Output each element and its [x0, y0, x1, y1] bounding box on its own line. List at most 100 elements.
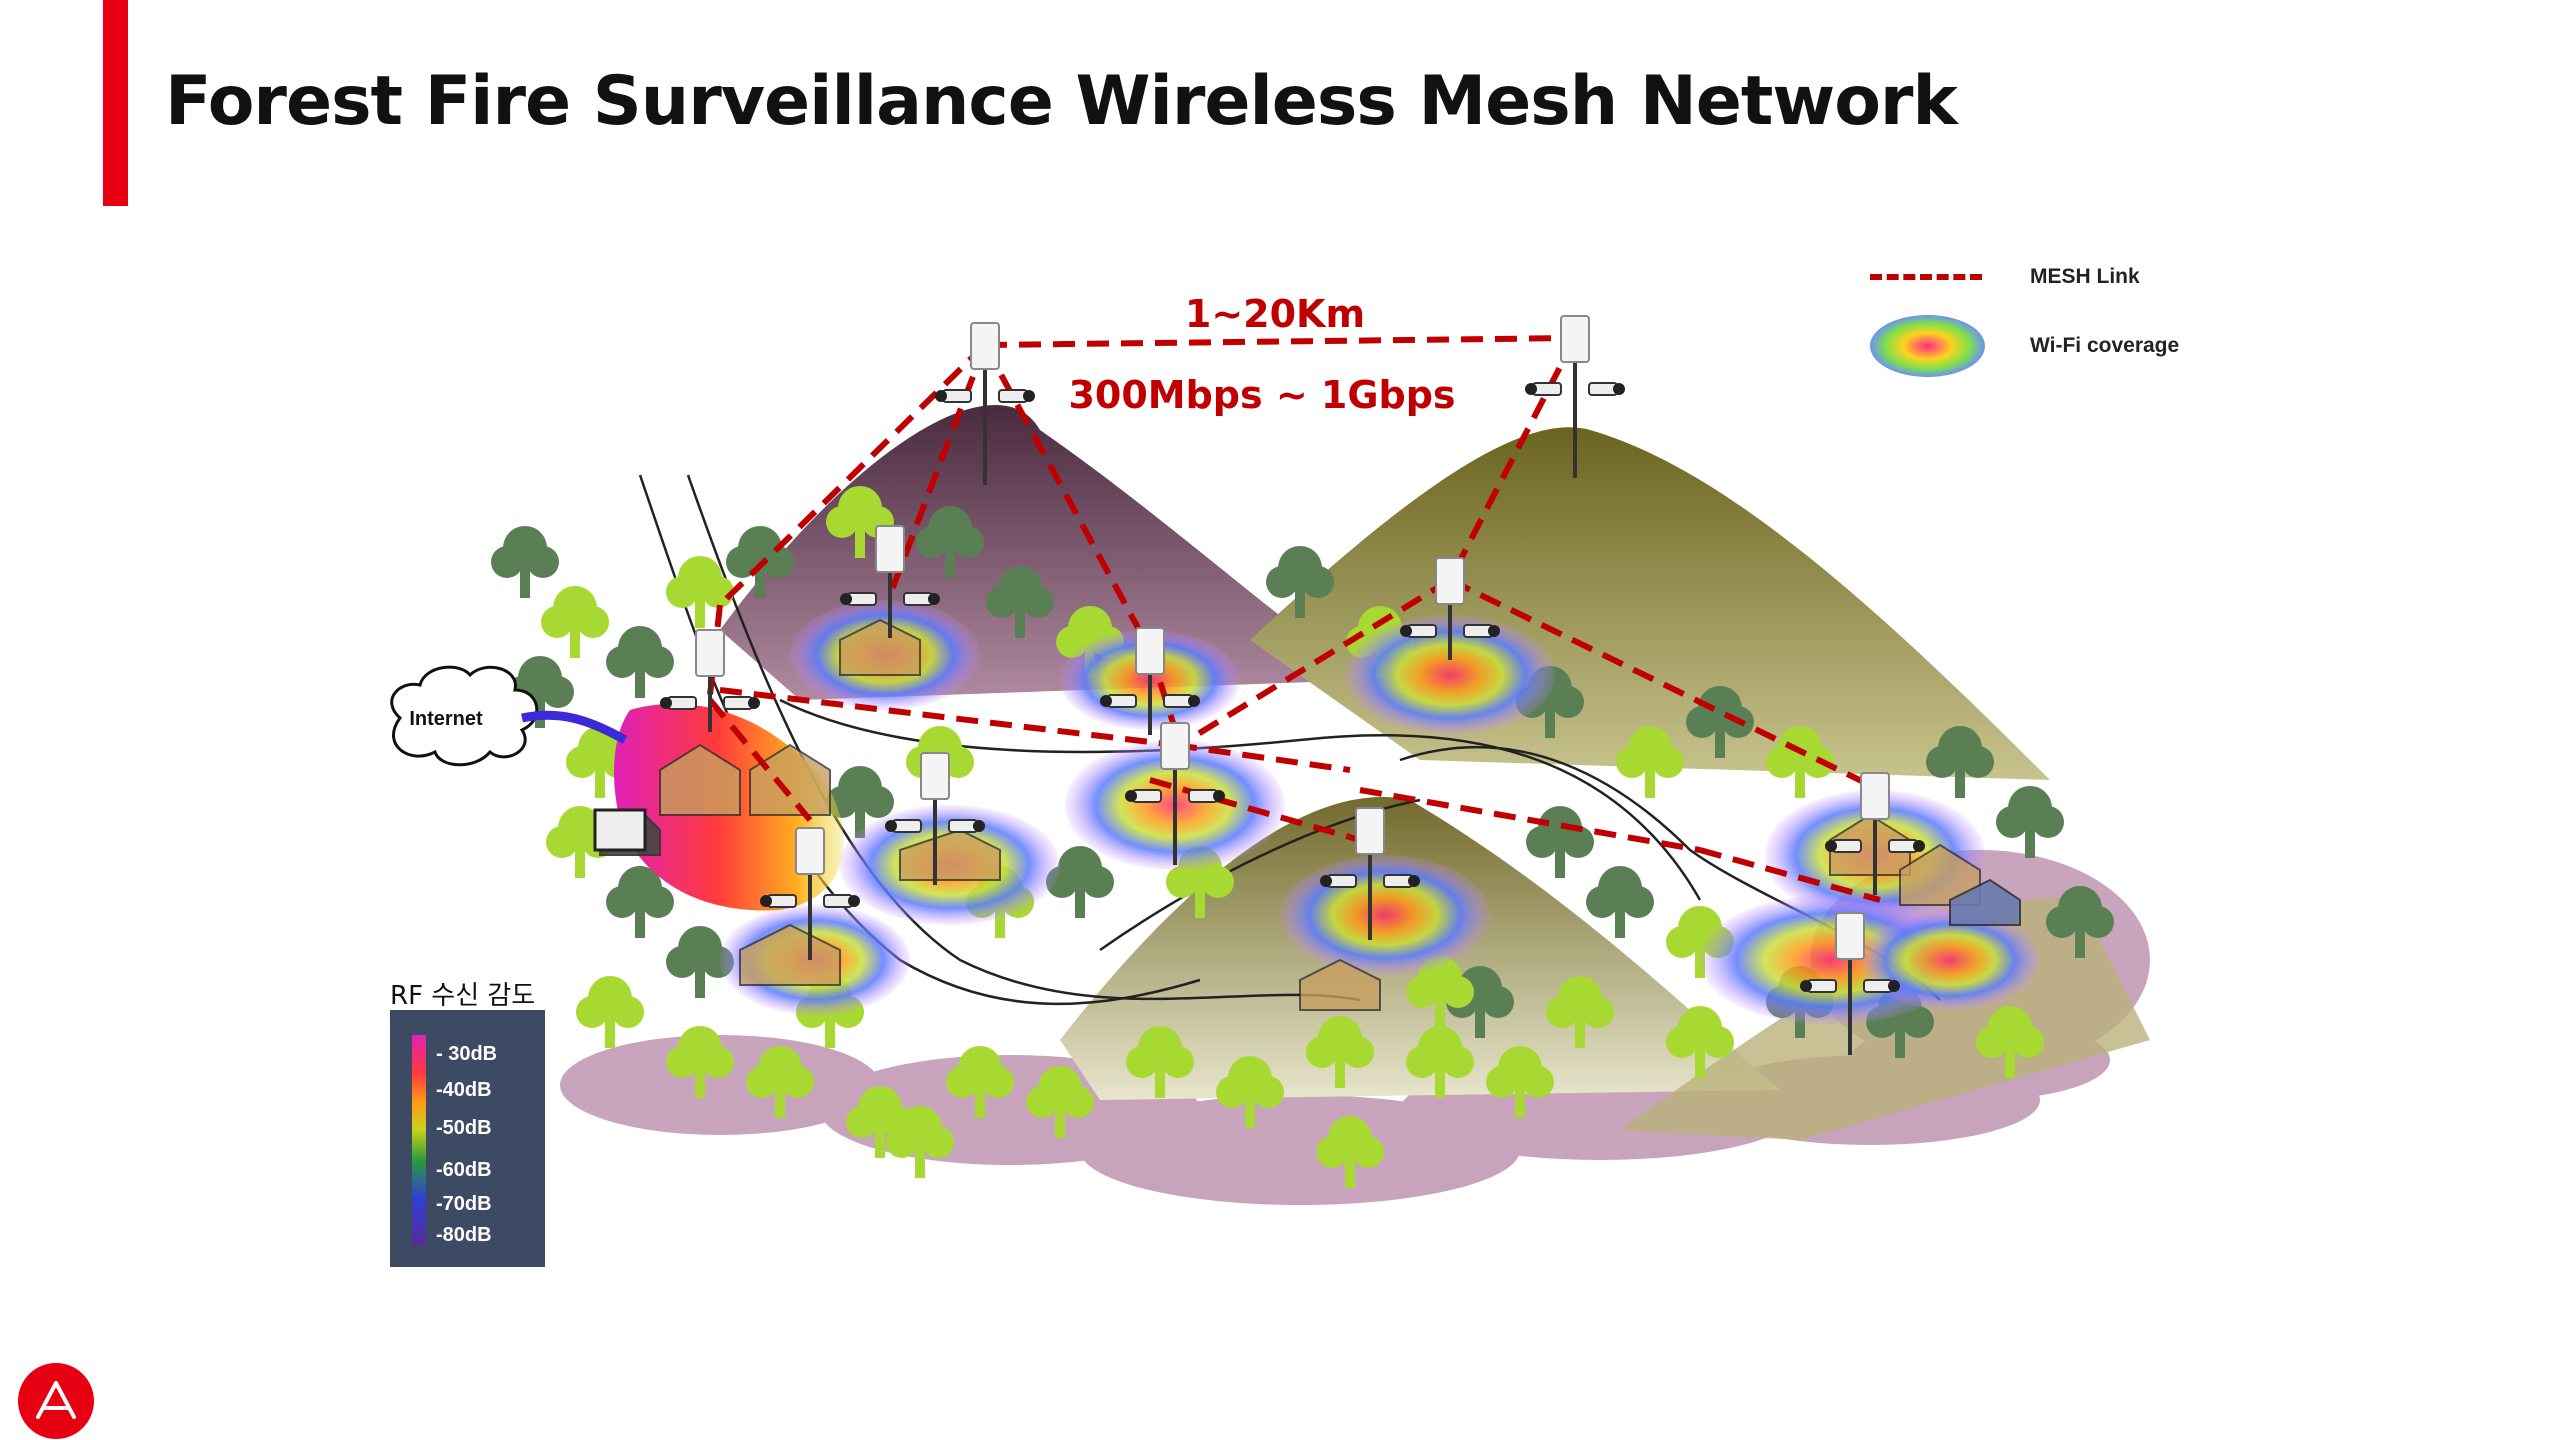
rf-level-label: -80dB — [436, 1224, 492, 1246]
tree — [666, 556, 734, 628]
rf-level-label: -50dB — [436, 1117, 492, 1139]
access-point-icon — [1825, 772, 1925, 895]
tree — [576, 976, 644, 1048]
access-point-icon — [935, 322, 1035, 485]
cctv-camera-icon — [723, 696, 760, 710]
tree — [1216, 1056, 1284, 1128]
access-point-icon — [660, 629, 760, 732]
cctv-camera-icon — [1800, 979, 1837, 993]
access-point-icon — [760, 827, 860, 960]
cctv-camera-icon — [1400, 624, 1437, 638]
tree — [1666, 1006, 1734, 1078]
legend-wifi-coverage-label: Wi-Fi coverage — [2030, 334, 2180, 357]
access-point-icon — [1125, 722, 1225, 865]
cctv-camera-icon — [1588, 382, 1625, 396]
tree-cluster — [491, 486, 2114, 1188]
wifi-coverage-zones — [720, 600, 2040, 1025]
tree — [1306, 1016, 1374, 1088]
cctv-camera-icon — [1863, 979, 1900, 993]
rf-scale-gradient — [412, 1035, 426, 1245]
wifi-coverage-zone — [1280, 855, 1490, 975]
rf-level-label: -40dB — [436, 1079, 492, 1101]
cctv-camera-icon — [1125, 789, 1162, 803]
tree — [666, 1026, 734, 1098]
legend-mesh-link: MESH Link — [1870, 265, 2140, 289]
tree — [606, 626, 674, 698]
tree — [1526, 806, 1594, 878]
cctv-camera-icon — [948, 819, 985, 833]
rf-level-label: -70dB — [436, 1193, 492, 1215]
page-title: Forest Fire Surveillance Wireless Mesh N… — [165, 62, 1958, 141]
cctv-camera-icon — [1825, 839, 1862, 853]
wifi-coverage-zone — [1860, 910, 2040, 1010]
legend-wifi-coverage: Wi-Fi coverage — [1870, 315, 2179, 377]
cctv-camera-icon — [823, 894, 860, 908]
company-logo-icon — [18, 1363, 94, 1439]
tree — [1976, 1006, 2044, 1078]
cctv-camera-icon — [1463, 624, 1500, 638]
access-point-icon — [1525, 315, 1625, 478]
tree — [2046, 886, 2114, 958]
rf-level-label: - 30dB — [436, 1043, 498, 1065]
tree — [1486, 1046, 1554, 1118]
cctv-camera-icon — [760, 894, 797, 908]
wifi-coverage-zone — [1345, 615, 1555, 735]
tree — [916, 506, 984, 578]
tree — [986, 566, 1054, 638]
rf-level-label: -60dB — [436, 1159, 492, 1181]
cctv-camera-icon — [1320, 874, 1357, 888]
tree — [1546, 976, 1614, 1048]
rf-scale-title: RF 수신 감도 — [390, 981, 536, 1011]
server-box — [593, 808, 647, 852]
cctv-camera-icon — [885, 819, 922, 833]
tree — [606, 866, 674, 938]
throughput-label: 300Mbps ~ 1Gbps — [1068, 373, 1455, 417]
access-point-icon — [1400, 557, 1500, 660]
cctv-camera-icon — [903, 592, 940, 606]
distance-label: 1~20Km — [1185, 292, 1365, 336]
tree — [886, 1106, 954, 1178]
access-point-icon — [885, 752, 985, 885]
access-point-icon — [840, 525, 940, 638]
cctv-camera-icon — [840, 592, 877, 606]
legend-mesh-link-label: MESH Link — [2030, 265, 2140, 288]
access-point-icon — [1100, 627, 1200, 735]
tree — [491, 526, 559, 598]
tree — [746, 1046, 814, 1118]
tree — [946, 1046, 1014, 1118]
tree — [1266, 546, 1334, 618]
cctv-camera-icon — [935, 389, 972, 403]
internet-label: Internet — [409, 708, 483, 730]
tree — [826, 486, 894, 558]
cctv-camera-icon — [998, 389, 1035, 403]
cloud-icon: Internet — [390, 665, 539, 767]
internet-uplink — [521, 710, 628, 744]
tree — [1126, 1026, 1194, 1098]
access-point-icon — [1800, 912, 1900, 1055]
rf-scale: - 30dB -40dB -50dB -60dB -70dB -80dB — [390, 1010, 545, 1267]
tree — [1026, 1066, 1094, 1138]
tree — [1996, 786, 2064, 858]
access-point-icon — [1320, 807, 1420, 940]
mesh-link-swatch — [1870, 274, 1982, 280]
tree — [1586, 866, 1654, 938]
tree — [1926, 726, 1994, 798]
legend: MESH Link Wi-Fi coverage — [1870, 260, 2250, 400]
cctv-camera-icon — [660, 696, 697, 710]
tree — [1406, 1026, 1474, 1098]
cctv-camera-icon — [1163, 694, 1200, 708]
tree — [826, 766, 894, 838]
cctv-camera-icon — [1888, 839, 1925, 853]
accent-bar — [103, 0, 128, 206]
houses — [599, 618, 2021, 1011]
access-points — [660, 315, 1925, 1055]
cctv-camera-icon — [1525, 382, 1562, 396]
cctv-camera-icon — [1100, 694, 1137, 708]
cctv-camera-icon — [1188, 789, 1225, 803]
tree — [1316, 1116, 1384, 1188]
tree — [541, 586, 609, 658]
cctv-camera-icon — [1383, 874, 1420, 888]
tree — [1616, 726, 1684, 798]
tree — [726, 526, 794, 598]
